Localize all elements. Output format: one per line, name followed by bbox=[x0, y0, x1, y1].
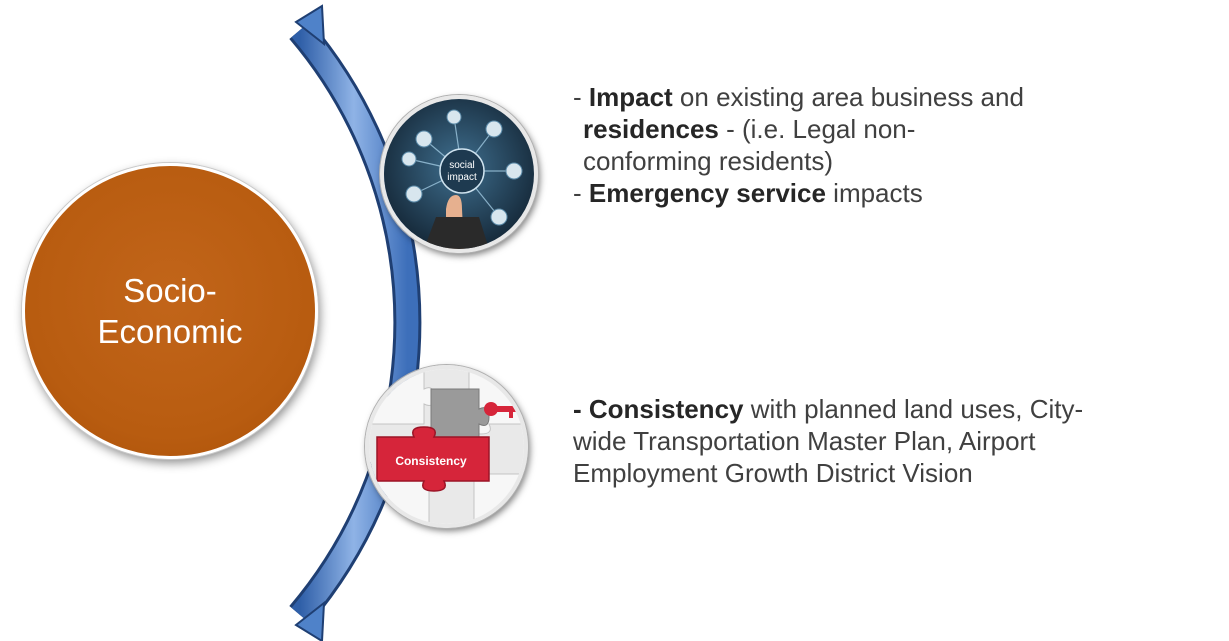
social-impact-image-icon: social impact bbox=[380, 95, 538, 253]
desc-bold: Impact bbox=[588, 82, 673, 112]
desc-bold: Emergency service bbox=[588, 178, 826, 208]
desc-line: - Impact on existing area business and bbox=[573, 81, 1213, 113]
socio-economic-circle: Socio- Economic bbox=[22, 163, 318, 459]
desc-prefix: - bbox=[573, 178, 589, 208]
desc-bold: - Consistency bbox=[573, 394, 744, 424]
desc-prefix: - bbox=[573, 82, 589, 112]
desc-text: impacts bbox=[825, 178, 923, 208]
desc-line: wide Transportation Master Plan, Airport bbox=[573, 425, 1223, 457]
desc-line: residences - (i.e. Legal non- bbox=[573, 113, 1213, 145]
desc-line: - Consistency with planned land uses, Ci… bbox=[573, 393, 1223, 425]
impact-description: - Impact on existing area business and r… bbox=[573, 81, 1213, 209]
desc-bold: residences bbox=[583, 114, 719, 144]
desc-text: - (i.e. Legal non- bbox=[718, 114, 916, 144]
desc-text: wide Transportation Master Plan, Airport bbox=[573, 426, 1036, 456]
desc-text: on existing area business and bbox=[672, 82, 1024, 112]
desc-line: Employment Growth District Vision bbox=[573, 457, 1223, 489]
badge-text-impact: impact bbox=[447, 172, 477, 183]
badge-text-social: social bbox=[449, 160, 475, 171]
desc-line: conforming residents) bbox=[573, 145, 1213, 177]
consistency-description: - Consistency with planned land uses, Ci… bbox=[573, 393, 1223, 489]
main-topic-label: Socio- Economic bbox=[97, 272, 243, 350]
badge-text-consistency: Consistency bbox=[395, 454, 467, 468]
desc-line: - Emergency service impacts bbox=[573, 177, 1213, 209]
consistency-puzzle-image-icon: Consistency bbox=[365, 365, 528, 528]
desc-text: with planned land uses, City- bbox=[743, 394, 1084, 424]
desc-text: conforming residents) bbox=[583, 146, 833, 176]
desc-text: Employment Growth District Vision bbox=[573, 458, 973, 488]
